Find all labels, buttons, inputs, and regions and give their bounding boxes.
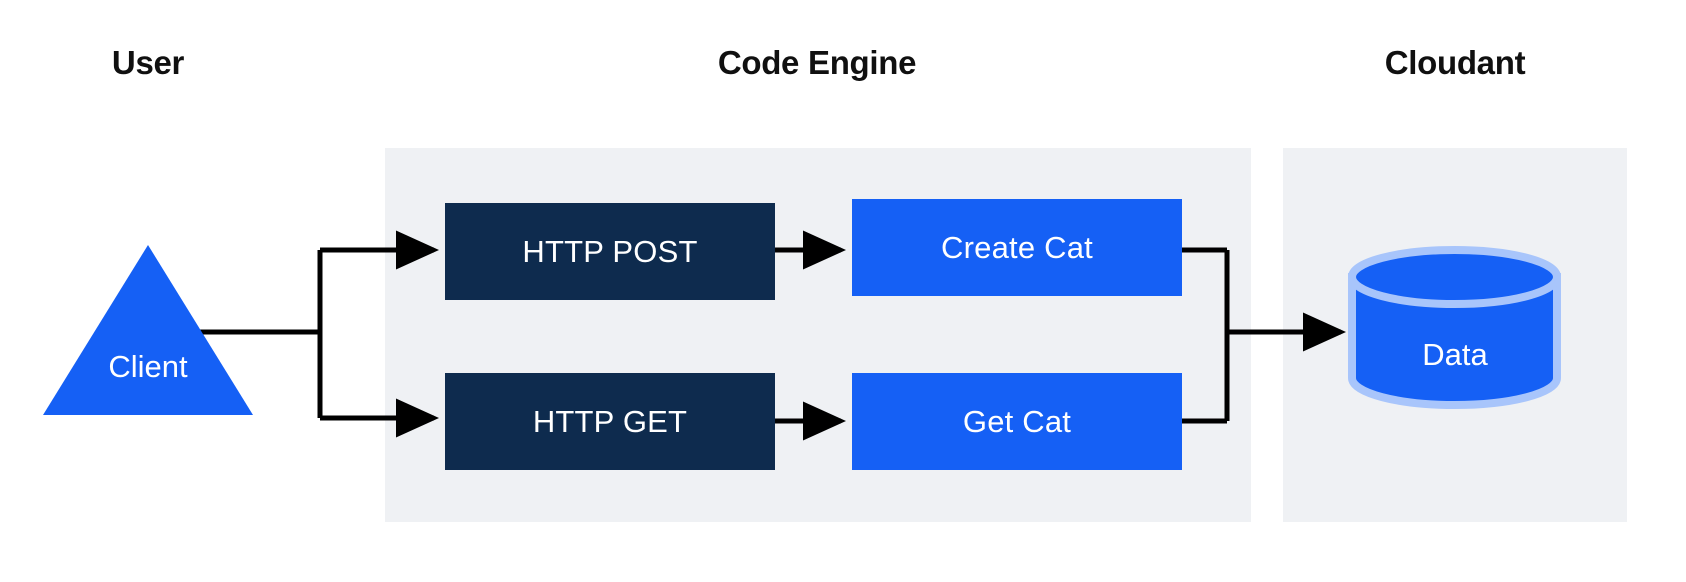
- column-title-cloudant: Cloudant: [1384, 44, 1526, 81]
- get-cat-label: Get Cat: [962, 403, 1072, 439]
- create-cat-box[interactable]: Create Cat: [852, 199, 1182, 296]
- column-title-user: User: [111, 44, 185, 81]
- database-cylinder: [1348, 246, 1561, 409]
- http-get-box[interactable]: HTTP GET: [445, 373, 775, 470]
- get-cat-box[interactable]: Get Cat: [852, 373, 1182, 470]
- http-post-box[interactable]: HTTP POST: [445, 203, 775, 300]
- http-get-label: HTTP GET: [532, 403, 688, 439]
- http-post-label: HTTP POST: [522, 233, 698, 269]
- client-triangle: [43, 245, 253, 415]
- create-cat-label: Create Cat: [941, 229, 1093, 265]
- column-title-code-engine: Code Engine: [717, 44, 917, 81]
